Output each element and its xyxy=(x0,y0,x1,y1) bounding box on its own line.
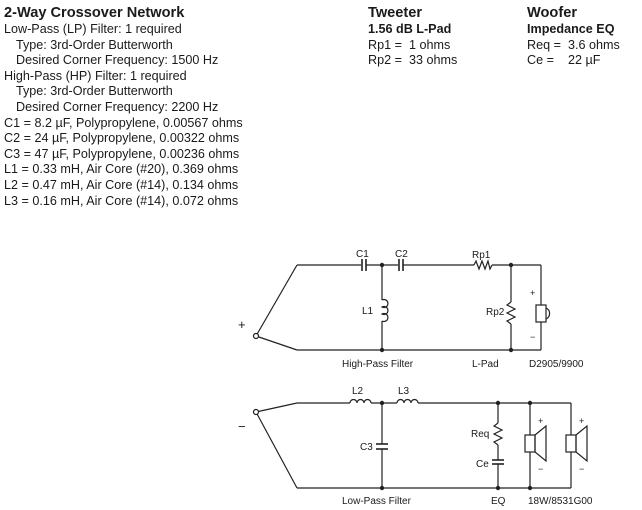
spec-line: Low-Pass (LP) Filter: 1 required xyxy=(4,22,182,36)
hp-filter-caption: High-Pass Filter xyxy=(342,359,414,370)
l2-label: L2 xyxy=(352,386,364,397)
c2-label: C2 xyxy=(395,249,408,260)
tweeter-subheading: 1.56 dB L-Pad xyxy=(368,22,452,36)
woofer2-minus-label: − xyxy=(579,464,584,474)
tweeter-rp1: Rp1 = 1 ohms xyxy=(368,37,451,52)
minus-terminal-label: − xyxy=(238,419,246,434)
spec-line: Desired Corner Frequency: 1500 Hz xyxy=(16,53,219,68)
spec-line: C3 = 47 µF, Polypropylene, 0.00236 ohms xyxy=(4,146,240,161)
c1-label: C1 xyxy=(356,249,369,260)
tweeter-rp2: Rp2 = 33 ohms xyxy=(368,53,458,68)
spec-panel: 2-Way Crossover Network Low-Pass (LP) Fi… xyxy=(4,5,243,209)
tweeter-model-caption: D2905/9900 xyxy=(529,359,584,370)
spec-line: Desired Corner Frequency: 2200 Hz xyxy=(16,99,219,114)
rp1-label: Rp1 xyxy=(472,250,491,261)
spec-line: L3 = 0.16 mH, Air Core (#14), 0.072 ohms xyxy=(4,193,239,208)
spec-line: High-Pass (HP) Filter: 1 required xyxy=(4,68,187,83)
lp-filter-caption: Low-Pass Filter xyxy=(342,496,412,507)
rp2-label: Rp2 xyxy=(486,307,505,318)
tweeter-plus-label: + xyxy=(530,288,535,298)
woofer2-plus-label: + xyxy=(579,416,584,426)
spec-line: C1 = 8.2 µF, Polypropylene, 0.00567 ohms xyxy=(4,115,243,130)
woofer-panel: Woofer Impedance EQ Req = 3.6 ohms Ce = … xyxy=(527,5,620,69)
high-pass-section xyxy=(297,258,551,353)
input-terminals xyxy=(252,264,298,489)
tweeter-panel: Tweeter 1.56 dB L-Pad Rp1 = 1 ohms Rp2 =… xyxy=(368,5,457,69)
tweeter-minus-label: − xyxy=(530,332,535,342)
woofer-ce: Ce = 22 µF xyxy=(527,53,601,68)
spec-line: L1 = 0.33 mH, Air Core (#20), 0.369 ohms xyxy=(4,162,239,177)
woofer-subheading: Impedance EQ xyxy=(527,22,615,36)
c3-label: C3 xyxy=(360,442,373,453)
spec-line: C2 = 24 µF, Polypropylene, 0.00322 ohms xyxy=(4,131,240,146)
woofer1-plus-label: + xyxy=(538,416,543,426)
tweeter-heading: Tweeter xyxy=(368,5,423,21)
spec-line: Type: 3rd-Order Butterworth xyxy=(16,84,173,99)
low-pass-section xyxy=(297,398,588,491)
spec-line: L2 = 0.47 mH, Air Core (#14), 0.134 ohms xyxy=(4,177,239,192)
l1-label: L1 xyxy=(362,306,374,317)
eq-caption: EQ xyxy=(491,496,506,507)
plus-terminal-label: + xyxy=(238,317,246,332)
l3-label: L3 xyxy=(398,386,410,397)
page-title: 2-Way Crossover Network xyxy=(4,5,185,21)
spec-line: Type: 3rd-Order Butterworth xyxy=(16,37,173,52)
woofer1-minus-label: − xyxy=(538,464,543,474)
woofer-model-caption: 18W/8531G00 xyxy=(528,496,593,507)
woofer-req: Req = 3.6 ohms xyxy=(527,37,620,52)
req-label: Req xyxy=(471,429,489,440)
ce-label: Ce xyxy=(476,459,489,470)
lpad-caption: L-Pad xyxy=(472,359,499,370)
woofer-heading: Woofer xyxy=(527,5,577,21)
